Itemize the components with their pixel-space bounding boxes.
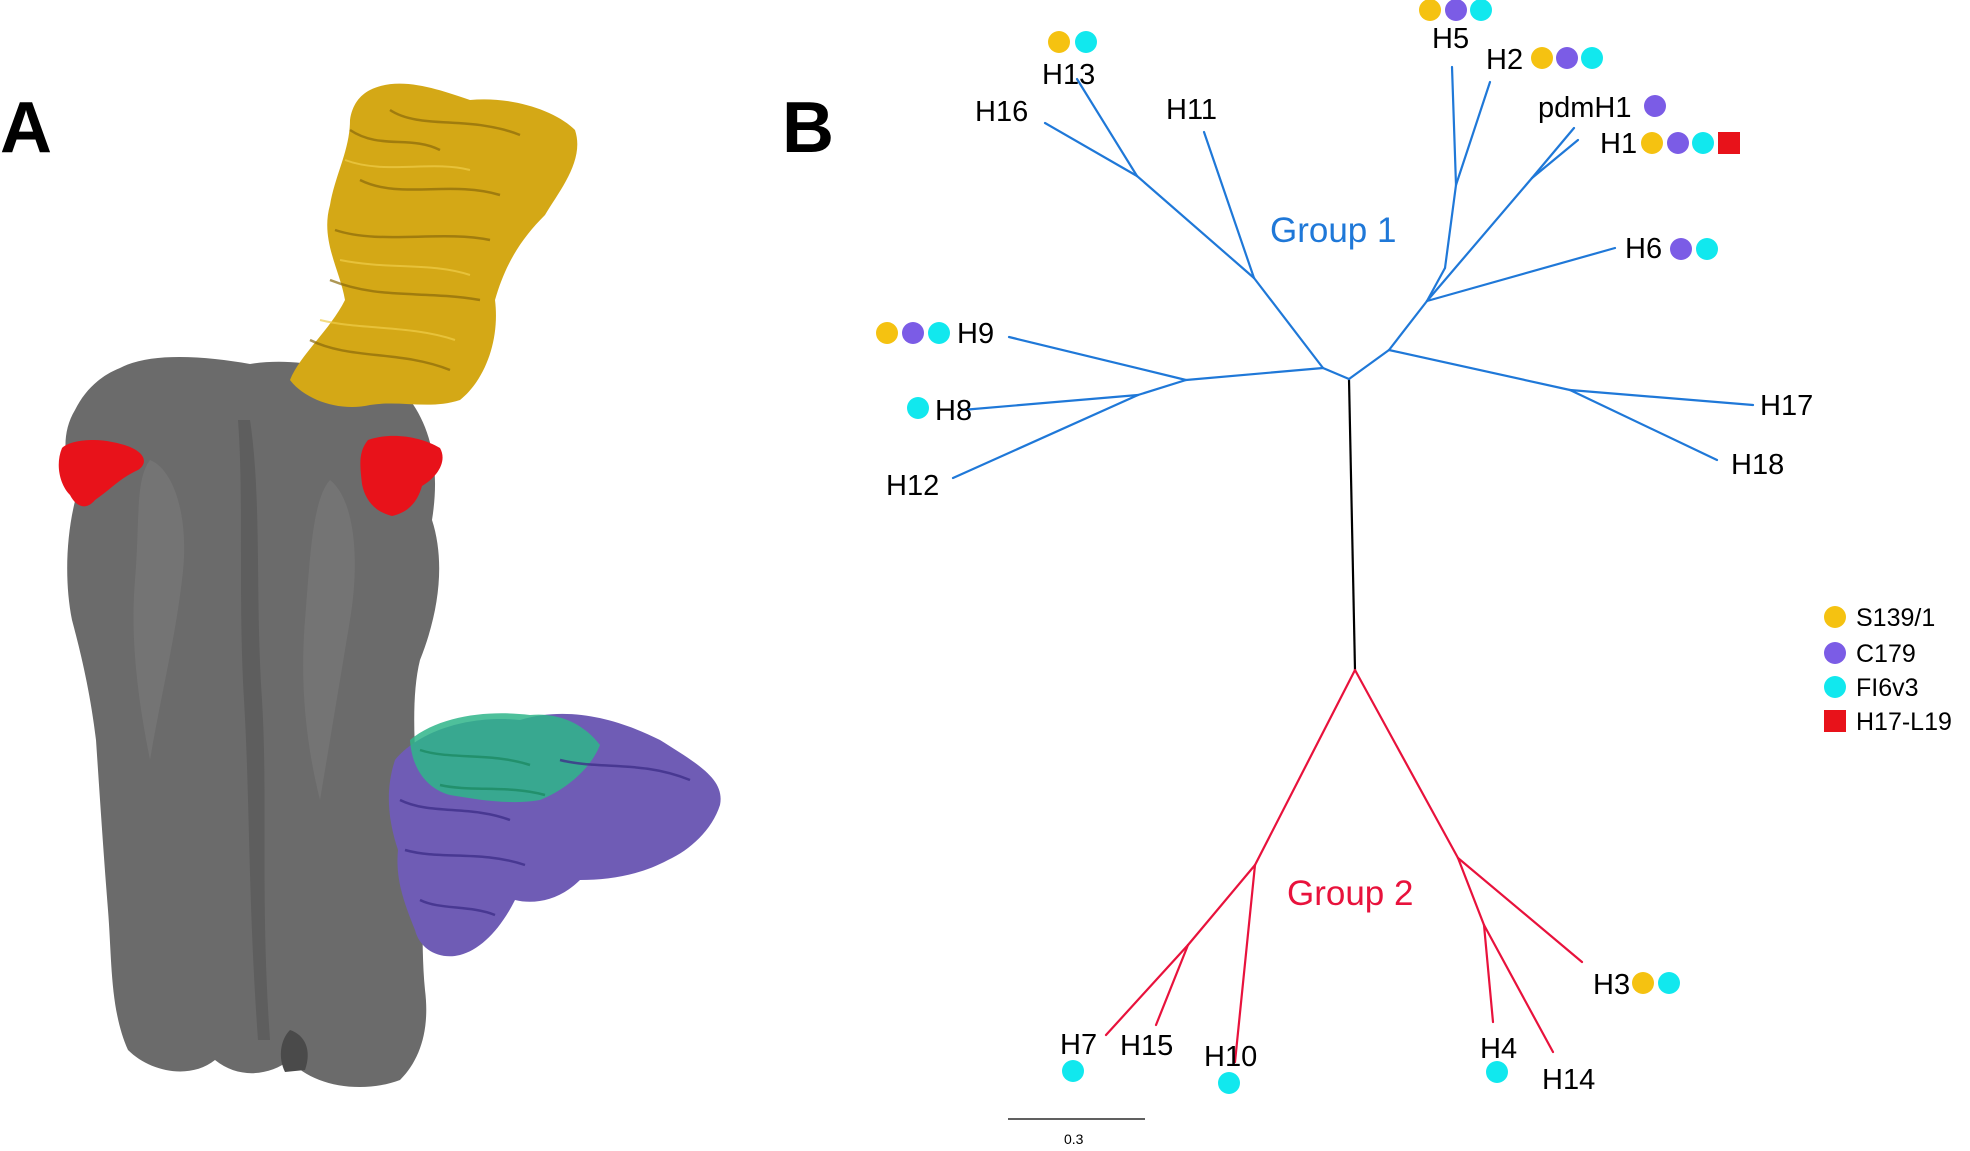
antibody-gold-cartoon <box>290 83 578 408</box>
surface-shading <box>303 480 355 800</box>
leaf-label-h17: H17 <box>1760 390 1813 422</box>
marker-fi6v3-h6 <box>1696 238 1718 260</box>
marker-s139-1-h9 <box>876 322 898 344</box>
marker-fi6v3-h13 <box>1075 31 1097 53</box>
leaf-label-h9: H9 <box>957 318 994 350</box>
group2-label: Group 2 <box>1287 874 1413 913</box>
scale-bar: 0.3 <box>1008 1118 1145 1147</box>
group1-label: Group 1 <box>1270 211 1396 250</box>
marker-c179-h9 <box>902 322 924 344</box>
marker-c179-h1 <box>1667 132 1689 154</box>
panel-a-label: A <box>0 88 52 168</box>
legend-swatch-s139-1 <box>1824 606 1846 628</box>
leaf-label-h2: H2 <box>1486 44 1523 76</box>
legend-label-c179: C179 <box>1856 640 1916 668</box>
marker-fi6v3-h5 <box>1470 0 1492 21</box>
marker-fi6v3-h8 <box>907 397 929 419</box>
legend-swatch-h17-l19 <box>1824 710 1846 732</box>
panel-b-label: B <box>782 88 834 168</box>
leaf-label-h7: H7 <box>1060 1029 1097 1061</box>
epitope-left <box>58 440 144 507</box>
leaf-label-h4: H4 <box>1480 1033 1517 1065</box>
surface-shading <box>238 420 270 1040</box>
leaf-label-h18: H18 <box>1731 449 1784 481</box>
antibody-purple-teal-cartoon <box>280 713 721 1072</box>
marker-h17-l19-h1 <box>1718 132 1740 154</box>
legend-swatch-c179 <box>1824 642 1846 664</box>
phylogenetic-tree: Group 1 Group 2 H13 H16 H11 H5 H2 pdmH1 … <box>876 0 1813 1147</box>
leaf-label-h15: H15 <box>1120 1030 1173 1062</box>
leaf-label-h1: H1 <box>1600 128 1637 160</box>
marker-fi6v3-h7 <box>1062 1060 1084 1082</box>
legend-swatch-fi6v3 <box>1824 676 1846 698</box>
marker-fi6v3-h10 <box>1218 1072 1240 1094</box>
leaf-label-h14: H14 <box>1542 1064 1595 1096</box>
legend-label-s139-1: S139/1 <box>1856 604 1935 632</box>
protein-structure-illustration <box>58 83 721 1088</box>
marker-s139-1-h2 <box>1531 47 1553 69</box>
marker-s139-1-h5 <box>1419 0 1441 21</box>
marker-c179-h6 <box>1670 238 1692 260</box>
leaf-label-h8: H8 <box>935 395 972 427</box>
leaf-label-h11: H11 <box>1166 94 1217 126</box>
group2-branches <box>1104 668 1584 1064</box>
leaf-label-h3: H3 <box>1593 969 1630 1001</box>
surface-shading <box>133 460 185 760</box>
leaf-label-h6: H6 <box>1625 233 1662 265</box>
marker-s139-1-h3 <box>1632 972 1654 994</box>
group1-branches <box>951 65 1755 480</box>
marker-c179-h2 <box>1556 47 1578 69</box>
marker-s139-1-h1 <box>1641 132 1663 154</box>
leaf-label-pdmh1: pdmH1 <box>1538 92 1632 124</box>
epitope-right <box>360 435 443 516</box>
binding-markers <box>876 0 1740 1094</box>
legend-label-h17-l19: H17-L19 <box>1856 708 1952 736</box>
marker-fi6v3-h4 <box>1486 1061 1508 1083</box>
leaf-label-h10: H10 <box>1204 1041 1257 1073</box>
leaf-label-h12: H12 <box>886 470 939 502</box>
leaf-label-h5: H5 <box>1432 23 1469 55</box>
legend: S139/1 C179 FI6v3 H17-L19 <box>1824 604 1952 736</box>
marker-c179-pdmh1 <box>1644 95 1666 117</box>
scale-bar-label: 0.3 <box>1064 1131 1084 1147</box>
marker-fi6v3-h1 <box>1692 132 1714 154</box>
marker-fi6v3-h3 <box>1658 972 1680 994</box>
marker-fi6v3-h2 <box>1581 47 1603 69</box>
marker-fi6v3-h9 <box>928 322 950 344</box>
legend-label-fi6v3: FI6v3 <box>1856 674 1919 702</box>
marker-s139-1-h13 <box>1048 31 1070 53</box>
marker-c179-h5 <box>1445 0 1467 21</box>
tree-backbone <box>1347 378 1357 671</box>
leaf-label-h16: H16 <box>975 96 1028 128</box>
leaf-label-h13: H13 <box>1042 59 1095 91</box>
